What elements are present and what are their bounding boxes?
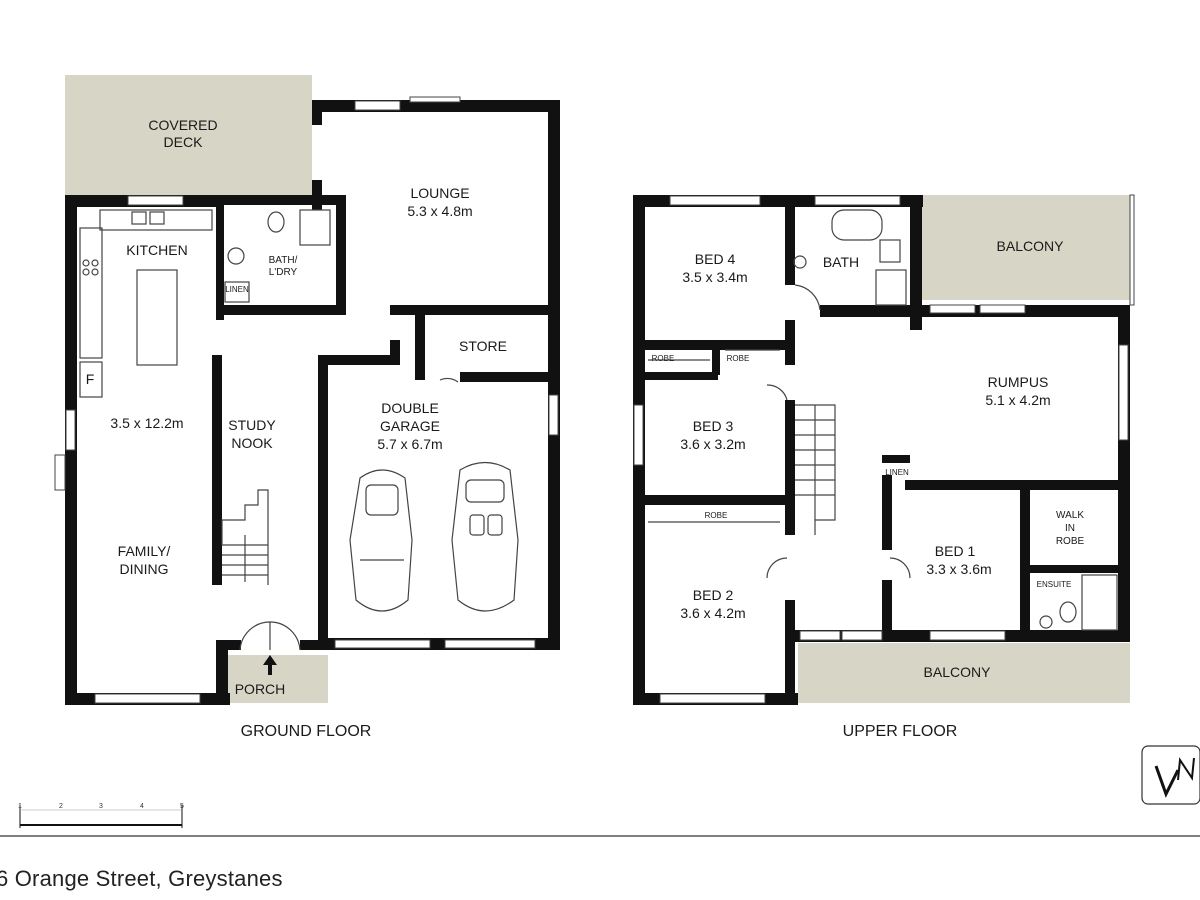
rumpus-label: RUMPUS	[988, 374, 1049, 390]
lounge-size: 5.3 x 4.8m	[407, 203, 472, 219]
porch-label: PORCH	[235, 681, 286, 697]
scale-tick-1: 1	[18, 803, 22, 810]
scale-tick-5: 5	[180, 803, 184, 810]
ground-stairs	[221, 489, 269, 585]
walk-in-robe-label-line2: IN	[1065, 523, 1075, 534]
linen-upper-label: LINEN	[885, 468, 909, 477]
balcony-bottom	[798, 643, 1130, 703]
family-size: 3.5 x 12.2m	[110, 415, 183, 431]
garage-size: 5.7 x 6.7m	[377, 436, 442, 452]
convertible-car-icon	[451, 461, 519, 612]
balcony-top-label: BALCONY	[997, 238, 1065, 254]
ground-floor-title: GROUND FLOOR	[241, 723, 372, 740]
robe-b-label: ROBE	[727, 354, 750, 363]
ground-floor-plan: COVERED DECK LOUNGE 5.3 x 4.8m KITCHEN B…	[54, 75, 560, 740]
lounge-label: LOUNGE	[410, 185, 469, 201]
family-label-line2: DINING	[120, 561, 169, 577]
bed4-label: BED 4	[695, 251, 736, 267]
walk-in-robe-label-line3: ROBE	[1056, 536, 1085, 547]
scale-bar: 1 2 3 4 5	[18, 803, 184, 828]
bath-ldry-label-line2: L'DRY	[269, 267, 298, 278]
bed3-size: 3.6 x 3.2m	[680, 436, 745, 452]
walk-in-robe-label: WALK	[1056, 510, 1084, 521]
porch-area	[228, 655, 328, 703]
linen-ground-label: LINEN	[225, 285, 249, 294]
robe-c-label: ROBE	[705, 511, 728, 520]
ensuite-label: ENSUITE	[1037, 580, 1072, 589]
bed1-label: BED 1	[935, 543, 976, 559]
upper-floor-title: UPPER FLOOR	[843, 723, 958, 740]
north-arrow-icon	[1141, 745, 1200, 805]
bed2-label: BED 2	[693, 587, 734, 603]
rumpus-size: 5.1 x 4.2m	[985, 392, 1050, 408]
garage-label-line2: GARAGE	[380, 418, 440, 434]
covered-deck	[65, 75, 312, 195]
bed1-size: 3.3 x 3.6m	[926, 561, 991, 577]
kitchen-label: KITCHEN	[126, 242, 187, 258]
store-label: STORE	[459, 338, 507, 354]
scale-tick-4: 4	[140, 803, 144, 810]
bed4-size: 3.5 x 3.4m	[682, 269, 747, 285]
family-label: FAMILY/	[118, 543, 171, 559]
balcony-top	[920, 195, 1130, 300]
bath-label: BATH	[823, 254, 859, 270]
bed3-label: BED 3	[693, 418, 734, 434]
covered-deck-label: COVERED	[148, 117, 217, 133]
upper-floor-plan: BED 4 3.5 x 3.4m BATH BALCONY ROBE ROBE …	[633, 194, 1135, 740]
fridge-label: F	[86, 371, 95, 387]
study-label: STUDY	[228, 417, 276, 433]
study-label-line2: NOOK	[231, 435, 273, 451]
scale-tick-2: 2	[59, 803, 63, 810]
robe-a-label: ROBE	[652, 354, 675, 363]
bed2-size: 3.6 x 4.2m	[680, 605, 745, 621]
scale-tick-3: 3	[99, 803, 103, 810]
entry-arrow-icon	[263, 655, 277, 675]
car-icon	[349, 469, 413, 612]
balcony-bottom-label: BALCONY	[924, 664, 992, 680]
covered-deck-label-line2: DECK	[164, 134, 204, 150]
bath-ldry-label: BATH/	[269, 255, 298, 266]
garage-label: DOUBLE	[381, 400, 439, 416]
property-address: 6 Orange Street, Greystanes	[0, 866, 283, 891]
upper-stairs	[795, 404, 836, 535]
